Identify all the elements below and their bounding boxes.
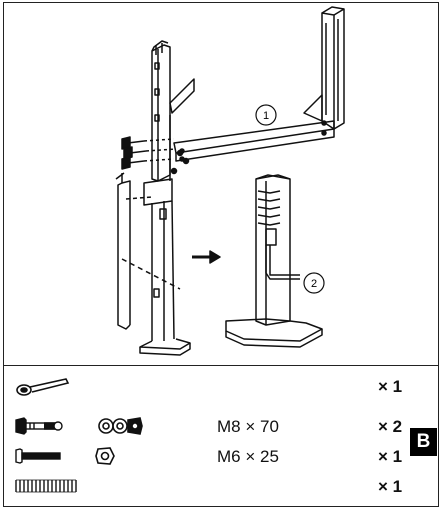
parts-list: × 1 M8 × 70 × 2: [4, 366, 438, 506]
nut-icon: [95, 447, 115, 465]
frame-upright: [303, 6, 345, 130]
section-badge: B: [410, 428, 437, 456]
left-post: [151, 40, 195, 182]
callout-2: 2: [303, 272, 325, 294]
eye-bolt-icon: [16, 378, 70, 396]
part-row-2: M8 × 70 × 2: [4, 414, 438, 438]
direction-arrow: [192, 250, 221, 264]
part-size: M6 × 25: [217, 447, 279, 466]
part-qty: × 1: [378, 477, 403, 496]
bolts: [121, 136, 190, 175]
washers-nut-icon: [98, 417, 143, 435]
left-foot: [115, 172, 191, 356]
diagram-frame: [3, 2, 439, 507]
callout-1-label: 1: [263, 110, 269, 122]
foot-assembly: [225, 174, 323, 348]
part-size: M8 × 70: [217, 417, 279, 436]
bolt-icon: [15, 447, 115, 465]
part-row-1: × 1: [4, 374, 438, 398]
hex-bolt-icon: [15, 417, 143, 435]
section-divider: [3, 365, 439, 366]
part-qty: × 1: [378, 447, 403, 466]
part-row-3: M6 × 25 × 1: [4, 444, 438, 468]
spring-icon: [15, 479, 77, 493]
callout-1: 1: [255, 104, 277, 126]
part-qty: × 2: [378, 417, 403, 436]
part-row-4: × 1: [4, 474, 438, 498]
callout-2-label: 2: [311, 278, 317, 290]
crossbar: [173, 120, 335, 162]
part-qty: × 1: [378, 377, 403, 396]
assembly-illustration: 1 2: [115, 6, 345, 356]
